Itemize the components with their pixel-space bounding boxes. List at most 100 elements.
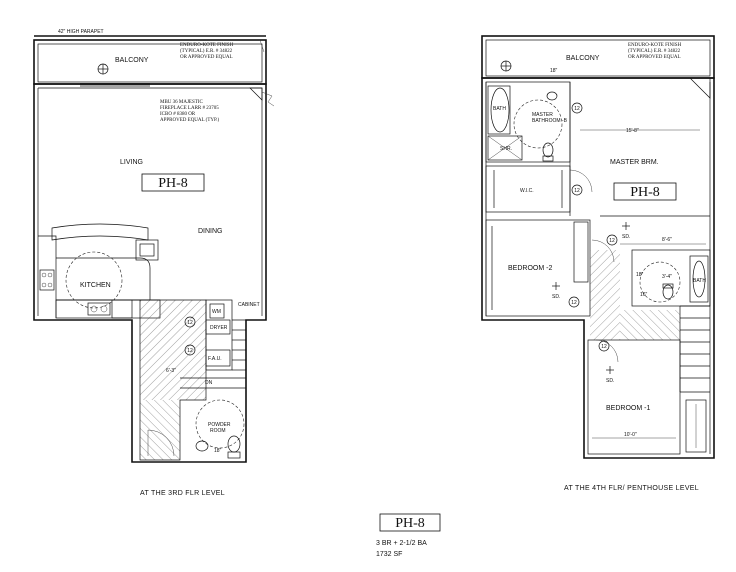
- drain-symbol: [97, 63, 109, 75]
- smoke-detector-1: [622, 222, 630, 230]
- sink-symbol: [195, 440, 209, 452]
- master-bedroom-label: MASTER BRM.: [610, 159, 659, 166]
- master-bath-label-2: BATHROOM -B: [532, 118, 568, 124]
- dim-18: 18": [214, 448, 222, 454]
- bedroom1-label: BEDROOM -1: [606, 405, 650, 412]
- upper-door-tag-1: 12: [571, 102, 583, 114]
- svg-text:12: 12: [187, 320, 193, 326]
- kitchen-label: KITCHEN: [80, 282, 111, 289]
- upper-unit-tag-box: [613, 182, 677, 201]
- door-tag-1: 12: [184, 316, 196, 328]
- smoke-detector-3: [606, 366, 614, 374]
- bath2-label: BATH: [693, 278, 706, 284]
- fireplace-note-4: APPROVED EQUAL (TYP.): [160, 118, 219, 123]
- dim-3-4: 3'-4": [662, 274, 672, 280]
- svg-text:12: 12: [187, 348, 193, 354]
- toilet-symbol: [227, 435, 241, 459]
- unit-outline: [33, 83, 267, 463]
- balcony-label-upper: BALCONY: [566, 55, 600, 62]
- fireplace-note-1: MBU 36 MAJESTIC: [160, 100, 203, 105]
- upper-door-tag-4: 12: [598, 340, 610, 352]
- upper-balcony-note-3: OR APPROVED EQUAL: [628, 55, 681, 60]
- washer-label: WM: [212, 309, 221, 315]
- dim-16: 16": [640, 292, 648, 298]
- door-tag-2: 12: [184, 344, 196, 356]
- fireplace-note-2: FIREPLACE LARR # 23705: [160, 106, 219, 111]
- bathtub-symbol: [490, 87, 510, 133]
- balcony-note-2: (TYPICAL) E.R. # 34822: [180, 49, 233, 54]
- footer-summary: PH-8 3 BR + 2-1/2 BA 1732 SF: [376, 513, 441, 558]
- shower-label: SHR.: [500, 146, 512, 152]
- svg-text:12: 12: [574, 106, 580, 112]
- master-toilet: [542, 142, 554, 162]
- svg-text:12: 12: [571, 300, 577, 306]
- upper-unit-outline: [481, 77, 715, 459]
- bath2-dim-18: 18": [636, 272, 644, 278]
- upper-fireplace: [689, 77, 711, 99]
- left-floor-plan: 42" HIGH PARAPET BALCONY ENDURO-KOTE FIN…: [33, 29, 275, 497]
- drain-symbol-upper: [500, 60, 512, 72]
- powder-label-2: ROOM: [210, 428, 226, 434]
- balcony-note-1: ENDURO-KOTE FINISH: [180, 43, 234, 48]
- footer-area: 1732 SF: [376, 551, 402, 558]
- left-caption: AT THE 3RD FLR LEVEL: [140, 490, 225, 497]
- svg-text:12: 12: [574, 188, 580, 194]
- upper-dim-18: 18": [550, 68, 558, 74]
- fau-symbol: [205, 349, 231, 367]
- balcony-label: BALCONY: [115, 57, 149, 64]
- right-caption: AT THE 4TH FLR/ PENTHOUSE LEVEL: [564, 485, 699, 492]
- footer-tag-box: [379, 513, 441, 532]
- hall-hatch: [590, 250, 620, 340]
- dim-8-6: 8'-6": [662, 237, 672, 243]
- wic-label: W.I.C.: [520, 188, 534, 194]
- bath-2: [631, 249, 711, 307]
- dining-label: DINING: [198, 228, 223, 235]
- upper-door-tag-5: 12: [568, 296, 580, 308]
- shower-symbol: [487, 135, 523, 161]
- fireplace: [249, 87, 275, 107]
- right-floor-plan: BALCONY ENDURO-KOTE FINISH (TYPICAL) E.R…: [481, 35, 715, 492]
- master-bath-label-1: MASTER: [532, 112, 553, 118]
- upper-balcony-note-1: ENDURO-KOTE FINISH: [628, 43, 682, 48]
- bedroom1-closet: [685, 399, 707, 453]
- cabinet-label: CABINET: [238, 302, 260, 308]
- entry-door-swing: [147, 429, 175, 457]
- upper-door-tag-2: 12: [571, 184, 583, 196]
- parapet-label: 42" HIGH PARAPET: [58, 29, 104, 35]
- washer-symbol: [209, 303, 225, 319]
- kitchen-turning-circle: [65, 251, 123, 309]
- sd-label-3: SD.: [606, 378, 614, 384]
- smoke-detector-2: [552, 282, 560, 290]
- balcony-note-3: OR APPROVED EQUAL: [180, 55, 233, 60]
- upper-unit-tag-label: PH-8: [630, 185, 660, 200]
- sd-label-2: SD.: [552, 294, 560, 300]
- unit-tag-box: [141, 173, 205, 192]
- bath-label: BATH: [493, 106, 506, 112]
- upper-balcony-note-2: (TYPICAL) E.R. # 34822: [628, 49, 681, 54]
- living-label: LIVING: [120, 159, 143, 166]
- sd-label-1: SD.: [622, 234, 630, 240]
- dim-15-8: 15'-8": [626, 128, 639, 134]
- stair-hatch: [140, 300, 206, 400]
- svg-text:12: 12: [601, 344, 607, 350]
- unit-tag-label: PH-8: [158, 176, 188, 191]
- powder-turning-circle: [195, 399, 245, 449]
- bedroom2-label: BEDROOM -2: [508, 265, 552, 272]
- bedroom-1: [587, 339, 681, 455]
- master-sinks: [546, 91, 558, 101]
- svg-text:12: 12: [609, 238, 615, 244]
- dim-6-3: 6'-3": [166, 368, 176, 374]
- dryer-symbol: [205, 319, 231, 335]
- stairs-down: [180, 319, 262, 389]
- dim-10-0: 10'-0": [624, 432, 637, 438]
- upper-stairs: [679, 305, 710, 393]
- footer-beds: 3 BR + 2-1/2 BA: [376, 540, 427, 547]
- footer-tag-label: PH-8: [395, 516, 425, 531]
- fau-label: F.A.U.: [208, 356, 222, 362]
- powder-label-1: POWDER: [208, 422, 231, 428]
- down-label: DN: [205, 380, 213, 386]
- fireplace-note-3: ICBO # 8380 OR: [160, 112, 196, 117]
- dryer-label: DRYER: [210, 325, 228, 331]
- upper-door-tag-3: 12: [606, 234, 618, 246]
